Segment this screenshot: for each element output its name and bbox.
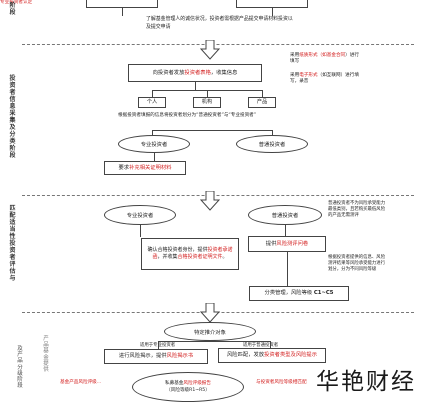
risk-matching-box: 风险匹配，发放投资者类型及风险提示 — [218, 348, 326, 363]
top-right-box — [236, 0, 308, 8]
top-right-line — [272, 8, 273, 16]
match-right — [270, 341, 271, 348]
tree-mid — [207, 90, 208, 97]
top-info-note: 了解基金管理人的诚信状况，投资者需根据产品提交申请材料投资以及提交申请 — [146, 16, 293, 30]
match-bar — [158, 341, 270, 342]
left-note: 基金产品风险评级... — [60, 380, 102, 385]
stage-label-outer: 及产品分级阶段 — [17, 346, 23, 390]
assess-pro-down — [140, 225, 141, 237]
risk-disclosure-box: 进行风险揭示，提供风险揭示书 — [104, 349, 208, 364]
type-individual: 个人 — [138, 97, 166, 108]
rating-report-oval: 私募基金风险评级报告（风险等级R1~R5） — [132, 372, 244, 402]
type-institution: 机构 — [193, 97, 221, 108]
right-note: 与投资者风险等级相匹配 — [256, 380, 307, 385]
left-head: 适用于专业投资者 — [140, 342, 200, 348]
collect-info-box: 向投资者发放投资者表格，收集信息 — [128, 64, 262, 82]
separator-2 — [22, 195, 414, 196]
collect-note-electronic: 采用电子形式（如互联网）进行填写，录音 — [290, 73, 359, 85]
pro-down — [154, 153, 155, 161]
top-red-note: 专业投资者认定 — [0, 0, 33, 5]
tree-left — [152, 90, 153, 97]
grade-down — [287, 252, 288, 286]
flow-arrow-3 — [200, 303, 220, 323]
stage-label-collect: 投资者信息采集及分类阶段 — [9, 75, 16, 159]
tree-right — [262, 90, 263, 97]
assess-grade-note: 根据投资者提供的信息、风险测评结果等风险承受能力进行划分，分为不同风险等级 — [328, 255, 386, 273]
watermark-logo: 华艳财经 — [316, 369, 416, 395]
proof-box: 要求补充相关证明材料 — [104, 161, 186, 175]
assess-ord-oval: 普通投资者 — [248, 205, 322, 225]
assess-ord-note: 普通投资者不为风险承受能力最低类别，且若购买最低风险的产品无需测评 — [328, 201, 386, 218]
split-left — [152, 130, 153, 136]
classification-desc: 根据投资者填报的信息将投资者划分为“普通投资者”与“专业投资者” — [118, 113, 257, 118]
top-left-line — [122, 8, 123, 16]
tree-stem — [195, 82, 196, 90]
questionnaire-box: 提供风险测评问卷 — [248, 236, 326, 252]
assess-pro-oval: 专业投资者 — [104, 205, 176, 225]
match-left — [158, 341, 159, 349]
stage-label-inner: 产品基金提供 — [43, 336, 49, 374]
target-oval: 特定推介对象 — [164, 322, 256, 341]
top-left-box — [86, 0, 158, 8]
stage-label-top: 阶段 — [9, 2, 16, 16]
split-bar — [152, 130, 272, 131]
split-right — [272, 130, 273, 136]
assess-ord-down — [285, 225, 286, 236]
flow-arrow-2 — [200, 191, 220, 211]
collect-ord-oval: 普通投资者 — [236, 135, 308, 153]
collect-note-paper: 采用纸质形式（如基金合同）进行填写 — [290, 53, 359, 65]
confirm-box: 确认合格投资者身份，提供投资者承诺函，并收集合格投资者证明文件。 — [141, 238, 239, 270]
flow-arrow-1 — [200, 40, 220, 60]
right-head: 适用于普通投资者 — [243, 343, 279, 348]
separator-1 — [22, 44, 414, 45]
type-product: 产品 — [248, 97, 276, 108]
collect-pro-oval: 专业投资者 — [118, 135, 190, 153]
stage-label-assess: 匹配适当性投资者评估与 — [9, 205, 16, 282]
grade-box: 分类管理，风险等级 C1~C5 — [249, 286, 349, 301]
